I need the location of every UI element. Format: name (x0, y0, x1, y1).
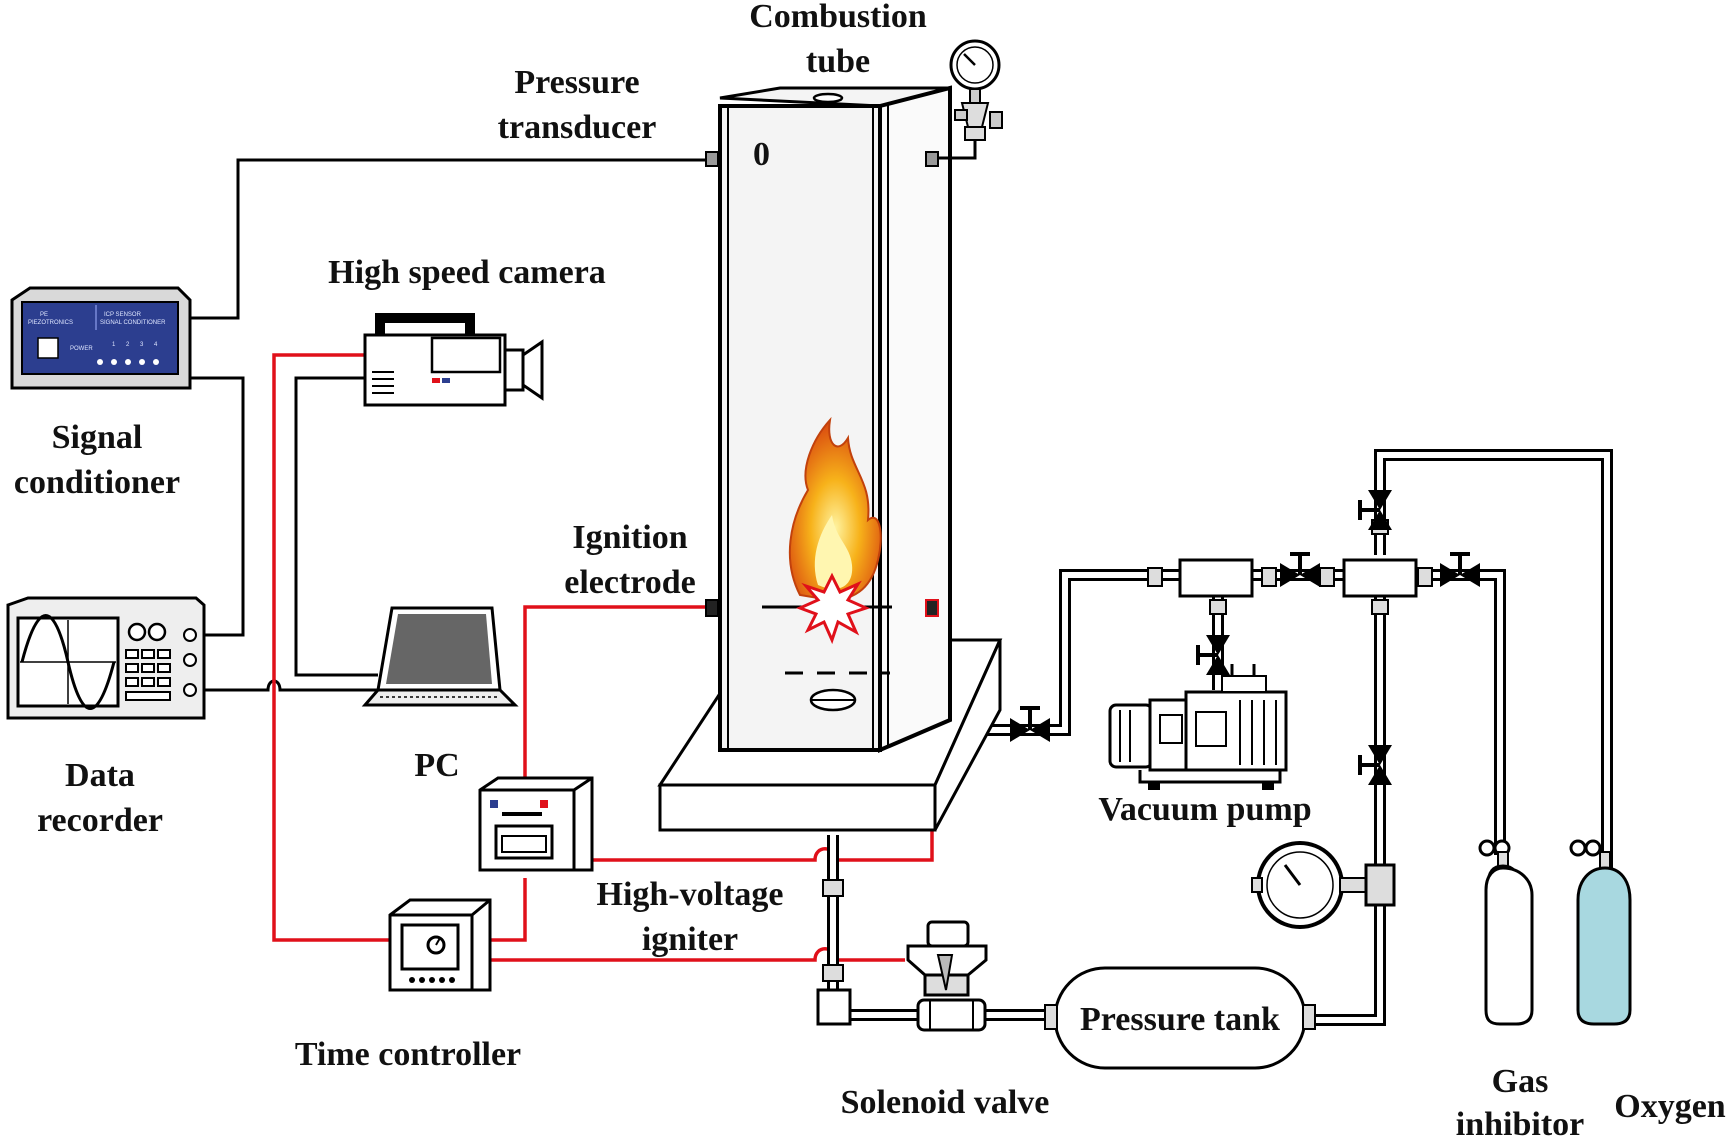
label-vacuum-pump: Vacuum pump (1098, 791, 1311, 828)
label-gas-inhibitor-line-1: Gas (1492, 1063, 1549, 1100)
power-socket-icon (38, 338, 58, 358)
conditioner-power-label: POWER (70, 346, 93, 352)
label-pressure-transducer-line-2: transducer (498, 109, 657, 146)
wire-camera-pc (296, 378, 378, 675)
high-voltage-igniter (480, 778, 592, 870)
label-pressure-tank: Pressure tank (1080, 1001, 1280, 1038)
gas-inhibitor-cylinder (1480, 841, 1532, 1024)
label-oxygen: Oxygen (1614, 1088, 1726, 1125)
pipe-fittings (1148, 520, 1432, 614)
label-ignition-electrode-line-2: electrode (564, 564, 696, 601)
conditioner-brand-line-1: PE (40, 312, 48, 318)
solenoid-valve (818, 880, 986, 1030)
label-ignition-electrode-line-1: Ignition (572, 519, 687, 556)
conditioner-brand-line-2: PIEZOTRONICS (28, 320, 73, 326)
conditioner-model-line-1: ICP SENSOR (104, 312, 142, 318)
valve-gas-inhibitor (1440, 554, 1480, 587)
line-pressure-gauge (1252, 843, 1394, 927)
pc-laptop (365, 608, 515, 705)
ignition-electrode-port (706, 600, 718, 616)
label-gas-inhibitor-line-2: inhibitor (1456, 1106, 1584, 1140)
label-time-controller: Time controller (295, 1036, 521, 1073)
label-pressure-transducer-line-1: Pressure (514, 64, 639, 101)
label-combustion-tube-line-2: tube (806, 43, 870, 80)
time-controller (390, 900, 490, 990)
combustion-tube: 0 (706, 88, 950, 750)
label-high-voltage-igniter-line-2: igniter (642, 921, 738, 958)
label-combustion-tube-line-1: Combustion (749, 0, 927, 35)
oxygen-cylinder (1571, 841, 1630, 1024)
valve-cross-link (1280, 554, 1320, 587)
label-data-recorder-line-2: recorder (37, 802, 163, 839)
signal-conditioner: PE PIEZOTRONICS ICP SENSOR SIGNAL CONDIT… (12, 288, 190, 388)
valve-pump (1198, 635, 1230, 675)
high-speed-camera (365, 318, 542, 405)
label-data-recorder-line-1: Data (65, 757, 135, 794)
valve-oxygen (1360, 490, 1392, 530)
conditioner-model-line-2: SIGNAL CONDITIONER (100, 320, 166, 326)
valve-vacuum-line (1010, 708, 1050, 742)
label-signal-conditioner-line-2: conditioner (14, 464, 180, 501)
wire-transducer-conditioner (188, 160, 708, 318)
wire-recorder-pc (196, 681, 378, 705)
wire-timecontroller-igniter (490, 878, 525, 940)
svg-text:0: 0 (753, 136, 770, 173)
label-solenoid-valve: Solenoid valve (841, 1084, 1050, 1121)
vacuum-pump (1110, 664, 1286, 790)
label-signal-conditioner-line-1: Signal (52, 419, 143, 456)
pressure-transducer-port (706, 152, 718, 166)
wire-conditioner-recorder (168, 378, 243, 635)
label-pc: PC (414, 747, 459, 784)
wire-camera-timecontroller (274, 355, 390, 940)
label-high-speed-camera: High speed camera (328, 254, 606, 291)
label-high-voltage-igniter-line-1: High-voltage (597, 876, 784, 913)
valve-tank-line (1360, 745, 1392, 785)
data-recorder (8, 598, 204, 718)
